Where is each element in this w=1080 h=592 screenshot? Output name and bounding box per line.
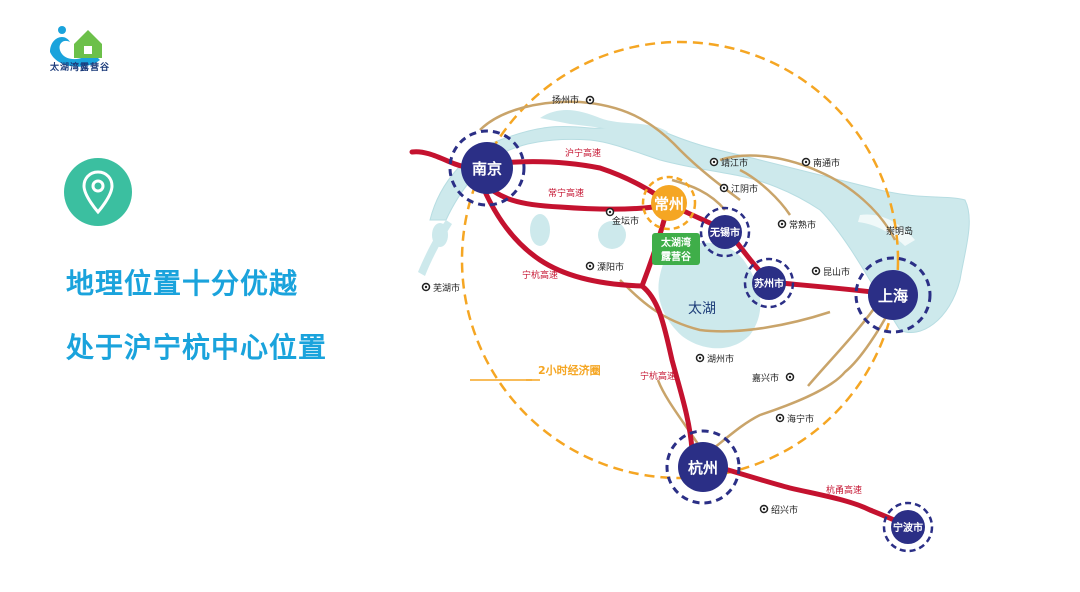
svg-text:绍兴市: 绍兴市: [771, 504, 798, 516]
svg-text:芜湖市: 芜湖市: [433, 282, 460, 294]
svg-text:金坛市: 金坛市: [612, 215, 639, 227]
hub-wuxi: 无锡市: [699, 206, 751, 258]
logo-wave-icon: [50, 37, 100, 67]
svg-text:常州: 常州: [654, 195, 684, 213]
svg-text:太湖湾: 太湖湾: [660, 236, 691, 249]
svg-text:靖江市: 靖江市: [721, 157, 748, 169]
city-haining: 海宁市: [775, 413, 814, 425]
highway-changning: [477, 177, 671, 212]
city-kunshan: 昆山市: [811, 266, 850, 278]
city-liyang: 溧阳市: [585, 261, 624, 273]
svg-text:海宁市: 海宁市: [787, 413, 814, 425]
city-wuhu: 芜湖市: [421, 282, 460, 294]
location-pin-icon: [82, 170, 114, 215]
city-markers: 扬州市 靖江市 南通市 江阴市 金坛市 常熟市 溧阳市 昆山市 芜湖市 湖州市 …: [421, 94, 850, 516]
svg-text:昆山市: 昆山市: [823, 266, 850, 278]
taihu-lake: [658, 242, 761, 349]
island-label-chongming: 崇明岛: [886, 225, 913, 237]
hub-nanjing: 南京: [448, 129, 526, 207]
hub-hangzhou: 杭州: [665, 429, 741, 505]
headline-center: 处于沪宁杭中心位置: [66, 331, 328, 364]
city-jiaxing: 嘉兴市: [752, 372, 795, 384]
svg-text:扬州市: 扬州市: [552, 94, 579, 106]
highway-label-ninghang-south: 宁杭高速: [640, 370, 676, 382]
svg-text:上海: 上海: [878, 287, 908, 305]
gehu-lake: [598, 221, 626, 249]
city-huzhou: 湖州市: [695, 353, 734, 365]
city-nantong: 南通市: [801, 157, 840, 169]
economic-circle-label: 2小时经济圈: [538, 363, 601, 377]
hub-suzhou: 苏州市: [743, 257, 795, 309]
logo-text: 太湖湾露营谷: [49, 63, 110, 73]
location-badge: [64, 158, 132, 226]
hub-ningbo: 宁波市: [882, 501, 934, 553]
hub-changzhou: 常州: [641, 175, 697, 231]
svg-text:宁波市: 宁波市: [893, 521, 923, 534]
svg-text:湖州市: 湖州市: [707, 353, 734, 365]
city-jintan: 金坛市: [605, 207, 639, 227]
svg-text:江阴市: 江阴市: [731, 183, 758, 195]
svg-text:杭州: 杭州: [688, 459, 718, 477]
destination-marker: 太湖湾 露营谷: [652, 233, 700, 265]
highway-hangyong: [697, 459, 908, 528]
svg-text:露营谷: 露营谷: [661, 250, 692, 263]
city-yangzhou: 扬州市: [552, 94, 595, 106]
svg-text:南通市: 南通市: [813, 157, 840, 169]
headline-location: 地理位置十分优越: [66, 267, 299, 300]
city-shaoxing: 绍兴市: [759, 504, 798, 516]
lake-label-taihu: 太湖: [688, 301, 716, 317]
svg-text:苏州市: 苏州市: [754, 277, 784, 290]
logo-house-icon: [74, 30, 102, 58]
svg-text:嘉兴市: 嘉兴市: [752, 372, 779, 384]
highway-label-hangyong: 杭甬高速: [826, 484, 862, 496]
city-jiangyin: 江阴市: [719, 183, 758, 195]
svg-text:无锡市: 无锡市: [709, 226, 740, 239]
highway-ninghang: [477, 177, 695, 453]
hub-shanghai: 上海: [854, 256, 932, 334]
economic-circle: [460, 40, 900, 480]
svg-text:溧阳市: 溧阳市: [597, 261, 624, 273]
highway-label-ninghang-west: 宁杭高速: [522, 269, 558, 281]
svg-text:常熟市: 常熟市: [789, 219, 816, 231]
brand-logo: [50, 26, 102, 67]
svg-text:南京: 南京: [472, 160, 502, 178]
highway-label-huning: 沪宁高速: [565, 147, 601, 159]
city-changshu: 常熟市: [777, 219, 816, 231]
highway-label-changning: 常宁高速: [548, 187, 584, 199]
logo-drop-icon: [58, 26, 66, 34]
city-jingjiang: 靖江市: [709, 157, 748, 169]
